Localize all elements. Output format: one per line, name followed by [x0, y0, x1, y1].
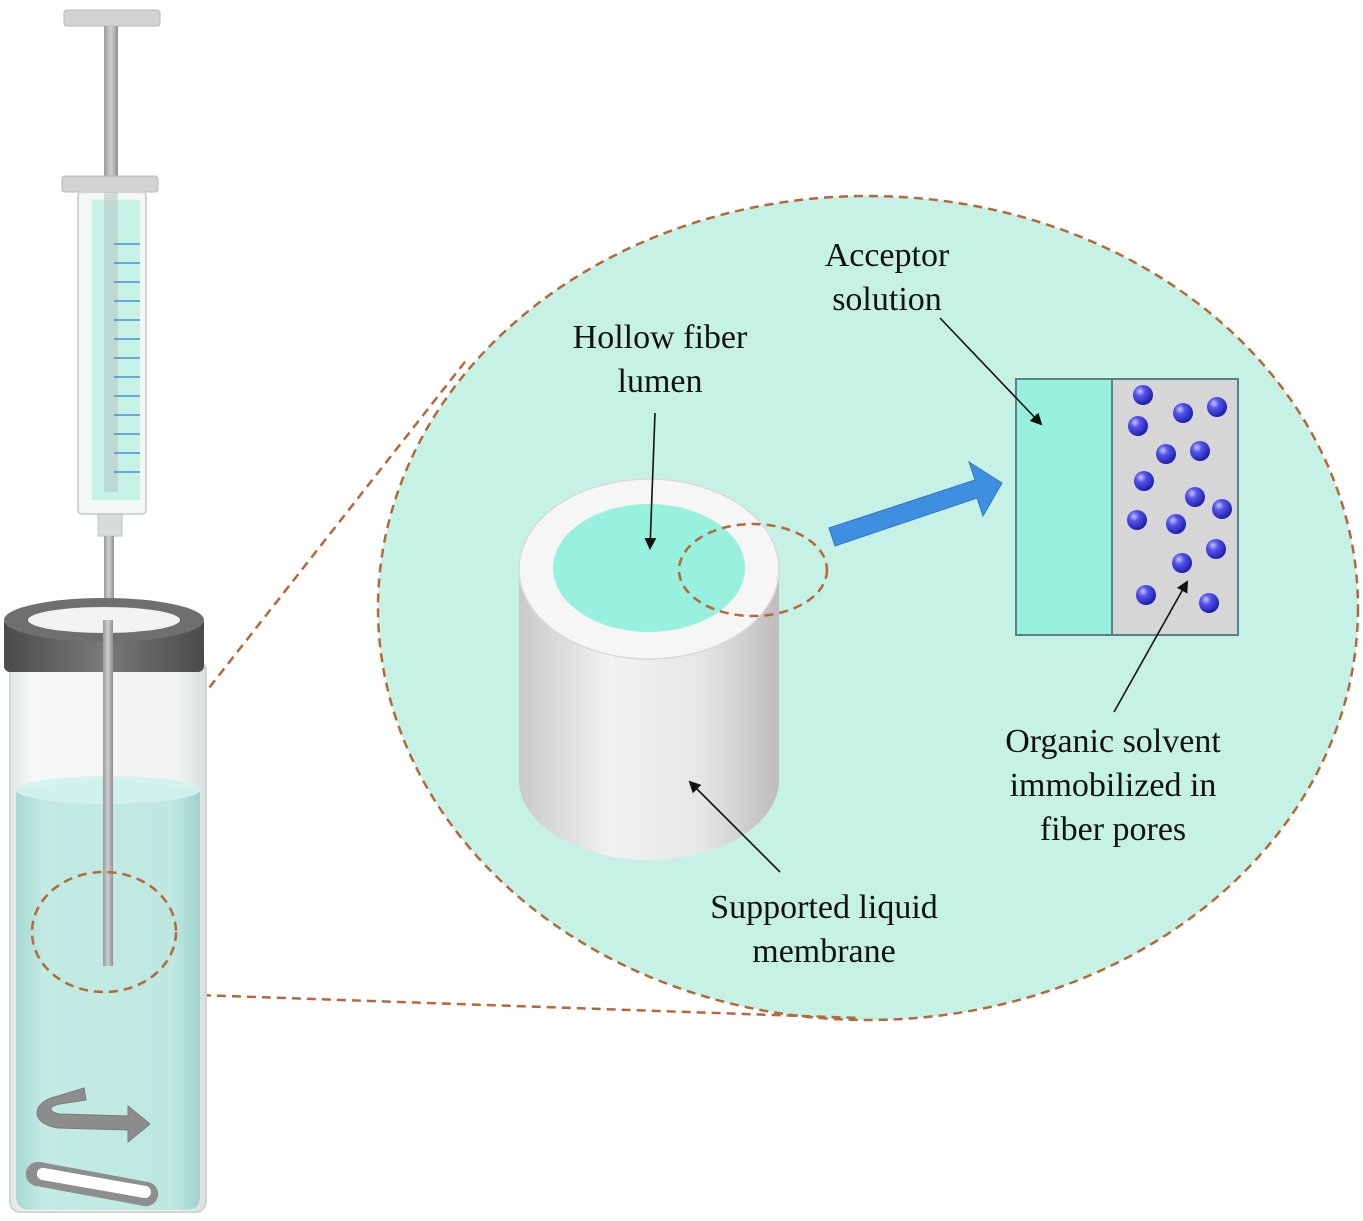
solvent-droplet	[1185, 487, 1205, 507]
solvent-droplet	[1166, 514, 1186, 534]
pointer-lumen	[644, 412, 657, 550]
solvent-droplet	[1136, 585, 1156, 605]
pointer-acceptor	[939, 317, 1043, 426]
rotation-arrow-icon	[36, 1087, 151, 1144]
plunger-rod	[104, 26, 118, 178]
magnify-arrow-icon	[828, 460, 1003, 547]
acceptor-phase-box	[1015, 378, 1113, 636]
solvent-droplet	[1127, 510, 1147, 530]
membrane-inset-ellipse	[677, 522, 829, 618]
solvent-droplet	[1172, 553, 1192, 573]
syringe	[61, 9, 161, 622]
solvent-droplet	[1190, 441, 1210, 461]
solvent-droplet	[1212, 499, 1232, 519]
syringe-needle	[104, 536, 114, 622]
solvent-droplet	[1156, 444, 1176, 464]
label-slm-line1: Supported liquid	[710, 889, 938, 926]
zoom-connector-lower	[111, 990, 861, 1020]
plunger-thumb-rest	[63, 9, 161, 27]
pointer-slm	[688, 780, 781, 873]
syringe-hub	[97, 513, 123, 537]
solvent-droplet	[1173, 403, 1193, 423]
label-organic-line3: fiber pores	[1040, 811, 1186, 848]
label-lumen-line2: lumen	[618, 363, 703, 400]
pore-detail	[1015, 378, 1239, 636]
label-slm-line2: membrane	[752, 933, 896, 970]
labels: Acceptor solution Hollow fiber lumen Org…	[573, 237, 1222, 970]
pointer-arrows	[644, 317, 1188, 873]
hollow-fiber-cylinder	[518, 478, 829, 860]
solvent-droplet	[1206, 539, 1226, 559]
syringe-flange	[61, 175, 159, 193]
sample-vial	[4, 598, 207, 1213]
label-acceptor-line2: solution	[832, 281, 942, 318]
syringe-inner-rod	[104, 192, 118, 492]
vial-inset-ellipse	[30, 870, 178, 994]
solvent-droplet	[1128, 416, 1148, 436]
label-acceptor-line1: Acceptor	[825, 237, 950, 274]
pointer-organic-solvent	[1113, 580, 1188, 713]
solvent-droplet	[1133, 385, 1153, 405]
stir-bar-icon	[25, 1161, 159, 1207]
label-organic-line2: immobilized in	[1010, 767, 1217, 804]
label-lumen-line1: Hollow fiber	[573, 319, 748, 356]
solvent-droplet	[1134, 471, 1154, 491]
hollow-fiber-lumen	[553, 504, 745, 632]
label-organic-line1: Organic solvent	[1005, 723, 1221, 760]
solvent-droplet	[1199, 593, 1219, 613]
syringe-graduations	[114, 243, 140, 473]
solvent-droplet	[1207, 397, 1227, 417]
hollow-fiber-in-vial	[103, 620, 113, 966]
solvent-droplets	[1127, 385, 1232, 613]
